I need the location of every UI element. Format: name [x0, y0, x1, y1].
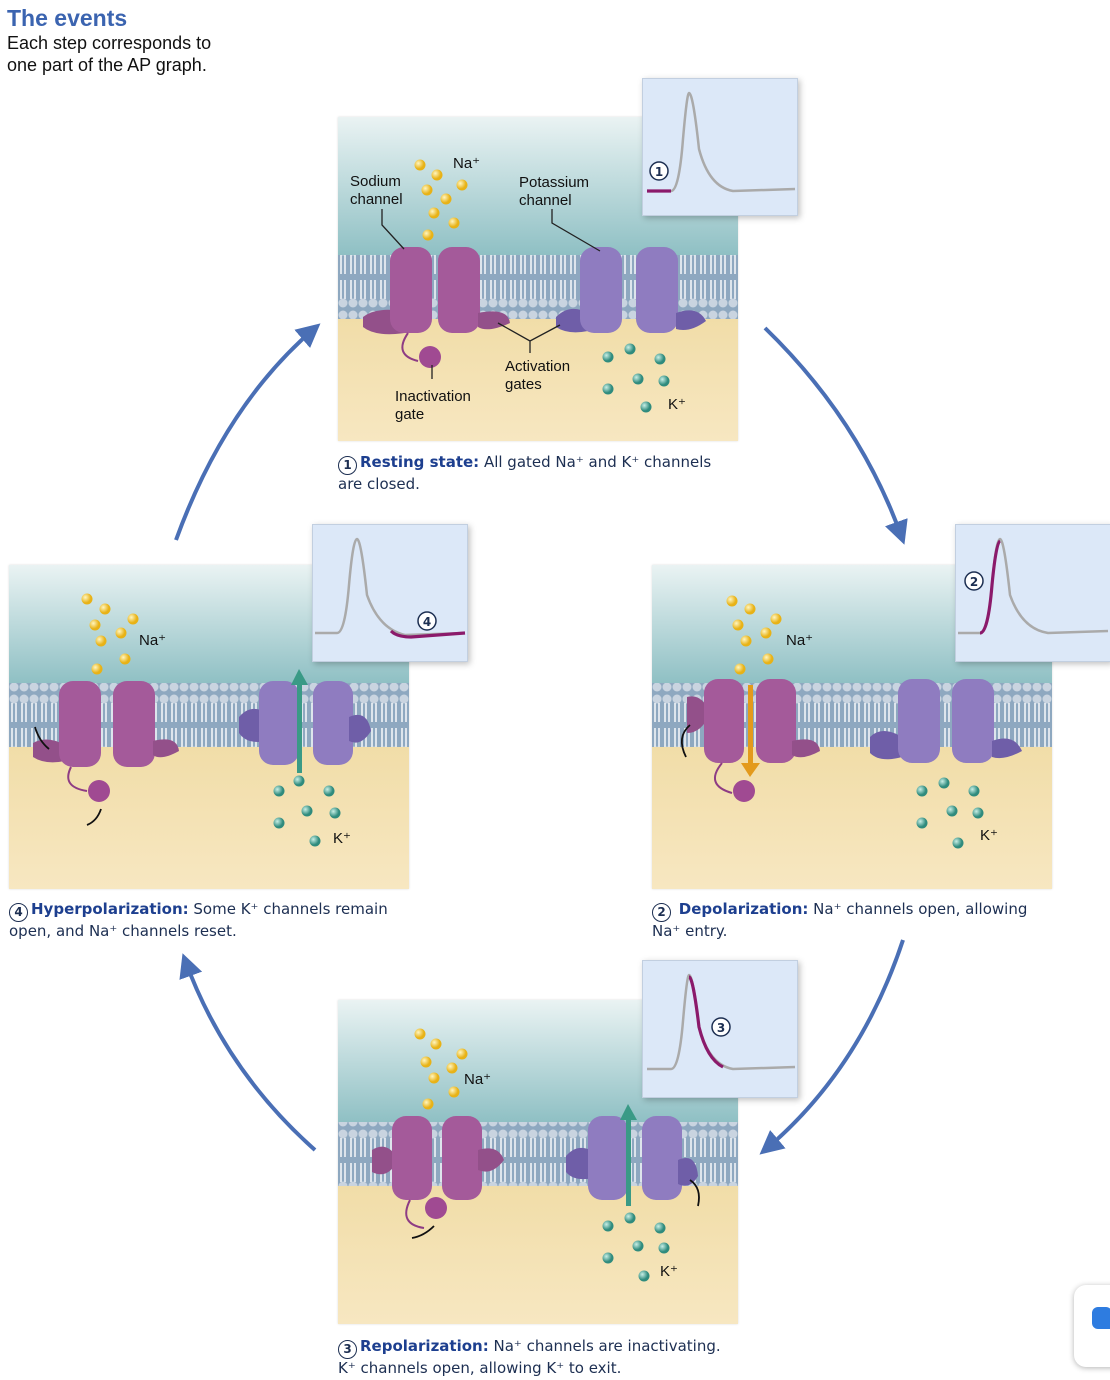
svg-text:3: 3 [717, 1021, 725, 1035]
na-influx-arrow [748, 685, 753, 765]
k-ions [602, 1212, 670, 1282]
step-title: Depolarization: [678, 900, 809, 918]
k-efflux-arrow [297, 683, 302, 773]
activation-gates-label-2: gates [505, 376, 542, 393]
na-label: Na⁺ [464, 1071, 491, 1088]
ap-trace [647, 91, 796, 193]
header: The events Each step corresponds to one … [7, 4, 211, 76]
sodium-channel-label-1: Sodium [350, 173, 401, 190]
sodium-channel [680, 679, 820, 802]
page-title: The events [7, 5, 128, 31]
panel-hyperpolarization: Na⁺ K⁺ [9, 565, 409, 889]
caption-depolarization: 2 Depolarization: Na⁺ channels open, all… [652, 900, 1028, 940]
page-subtitle-line-1: Each step corresponds to [7, 33, 212, 53]
potassium-channel [566, 1116, 700, 1207]
ap-graph-inset-1: 1 [642, 78, 798, 216]
ap-graph-inset-3: 3 [642, 960, 798, 1098]
svg-text:1: 1 [655, 165, 663, 179]
k-ions [273, 775, 341, 847]
step-title: Hyperpolarization: [31, 900, 189, 918]
chat-widget-button[interactable] [1074, 1285, 1110, 1367]
step-number-3: 3 [338, 1340, 357, 1359]
sodium-channel [372, 1116, 504, 1239]
potassium-channel [870, 679, 1022, 763]
cycle-arrow-1-to-2 [763, 326, 908, 545]
cycle-arrow-3-to-4 [179, 953, 317, 1152]
na-ions [81, 593, 139, 675]
activation-gates-label-1: Activation [505, 358, 570, 375]
potassium-channel-label-1: Potassium [519, 174, 589, 191]
k-label: K⁺ [980, 827, 998, 844]
svg-text:4: 4 [423, 615, 431, 629]
ap-graph-inset-2: 2 [955, 524, 1110, 662]
step-number-2: 2 [652, 903, 671, 922]
k-ions [916, 777, 984, 849]
na-label: Na⁺ [453, 155, 480, 172]
cycle-arrow-2-to-3 [759, 939, 905, 1155]
cycle-arrow-4-to-1 [174, 323, 321, 541]
k-label: K⁺ [668, 396, 686, 413]
na-label: Na⁺ [139, 632, 166, 649]
potassium-channel [239, 681, 371, 765]
k-efflux-arrow [626, 1118, 631, 1206]
na-ions [414, 1028, 468, 1110]
step-number-4: 4 [9, 903, 28, 922]
page-subtitle-line-2: one part of the AP graph. [7, 55, 207, 75]
ap-graph-inset-4: 4 [312, 524, 468, 662]
k-label: K⁺ [660, 1263, 678, 1280]
sodium-channel [33, 681, 179, 826]
k-label: K⁺ [333, 830, 351, 847]
step-title: Repolarization: [360, 1337, 489, 1355]
step-title: Resting state: [360, 453, 480, 471]
na-ions [414, 159, 468, 241]
k-ions [602, 343, 670, 413]
na-ions [726, 595, 782, 675]
step-number-1: 1 [338, 456, 357, 475]
potassium-channel-label-2: channel [519, 192, 572, 209]
inactivation-gate-label-2: gate [395, 406, 424, 423]
chat-bubble-icon [1092, 1307, 1110, 1329]
panel-depolarization: Na⁺ K⁺ [652, 565, 1052, 889]
ap-highlight-hyperpolarization [389, 629, 466, 639]
ap-highlight-repolarization [687, 975, 724, 1069]
inactivation-gate-label-1: Inactivation [395, 388, 471, 405]
sodium-channel-label-2: channel [350, 191, 403, 208]
svg-text:2: 2 [970, 575, 978, 589]
na-label: Na⁺ [786, 632, 813, 649]
potassium-channel [556, 247, 706, 333]
ap-highlight-depolarization [979, 539, 1002, 635]
